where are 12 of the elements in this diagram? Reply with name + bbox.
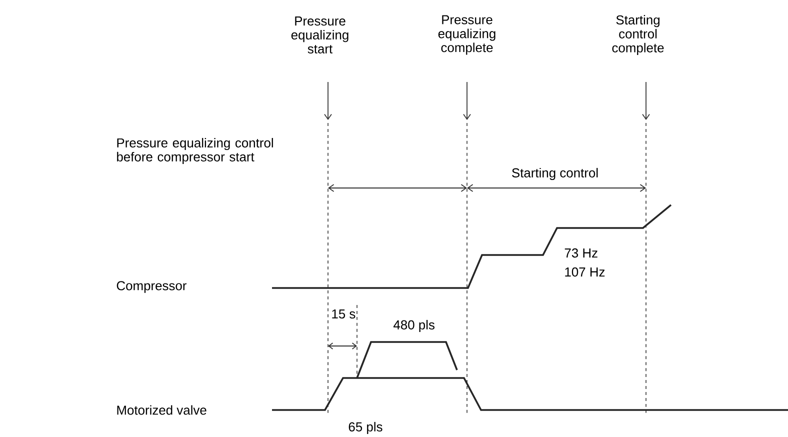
signal-label: Compressor xyxy=(116,281,186,293)
phase-label: Pressure equalizing control before compressor start xyxy=(117,138,273,164)
value-label: 65 pls xyxy=(348,422,382,434)
phase-label: Starting control xyxy=(512,168,598,180)
event-label: Starting control complete xyxy=(612,15,664,55)
signal-label: Motorized valve xyxy=(117,405,206,415)
value-label: 73 Hz xyxy=(564,248,598,258)
dimension-label: 15 s xyxy=(332,309,356,318)
event-label: Pressure equalizing start xyxy=(291,16,348,54)
value-label: 107 Hz xyxy=(565,267,605,277)
value-label: 480 pls xyxy=(394,320,434,332)
event-label: Pressure equalizing complete xyxy=(438,15,496,55)
